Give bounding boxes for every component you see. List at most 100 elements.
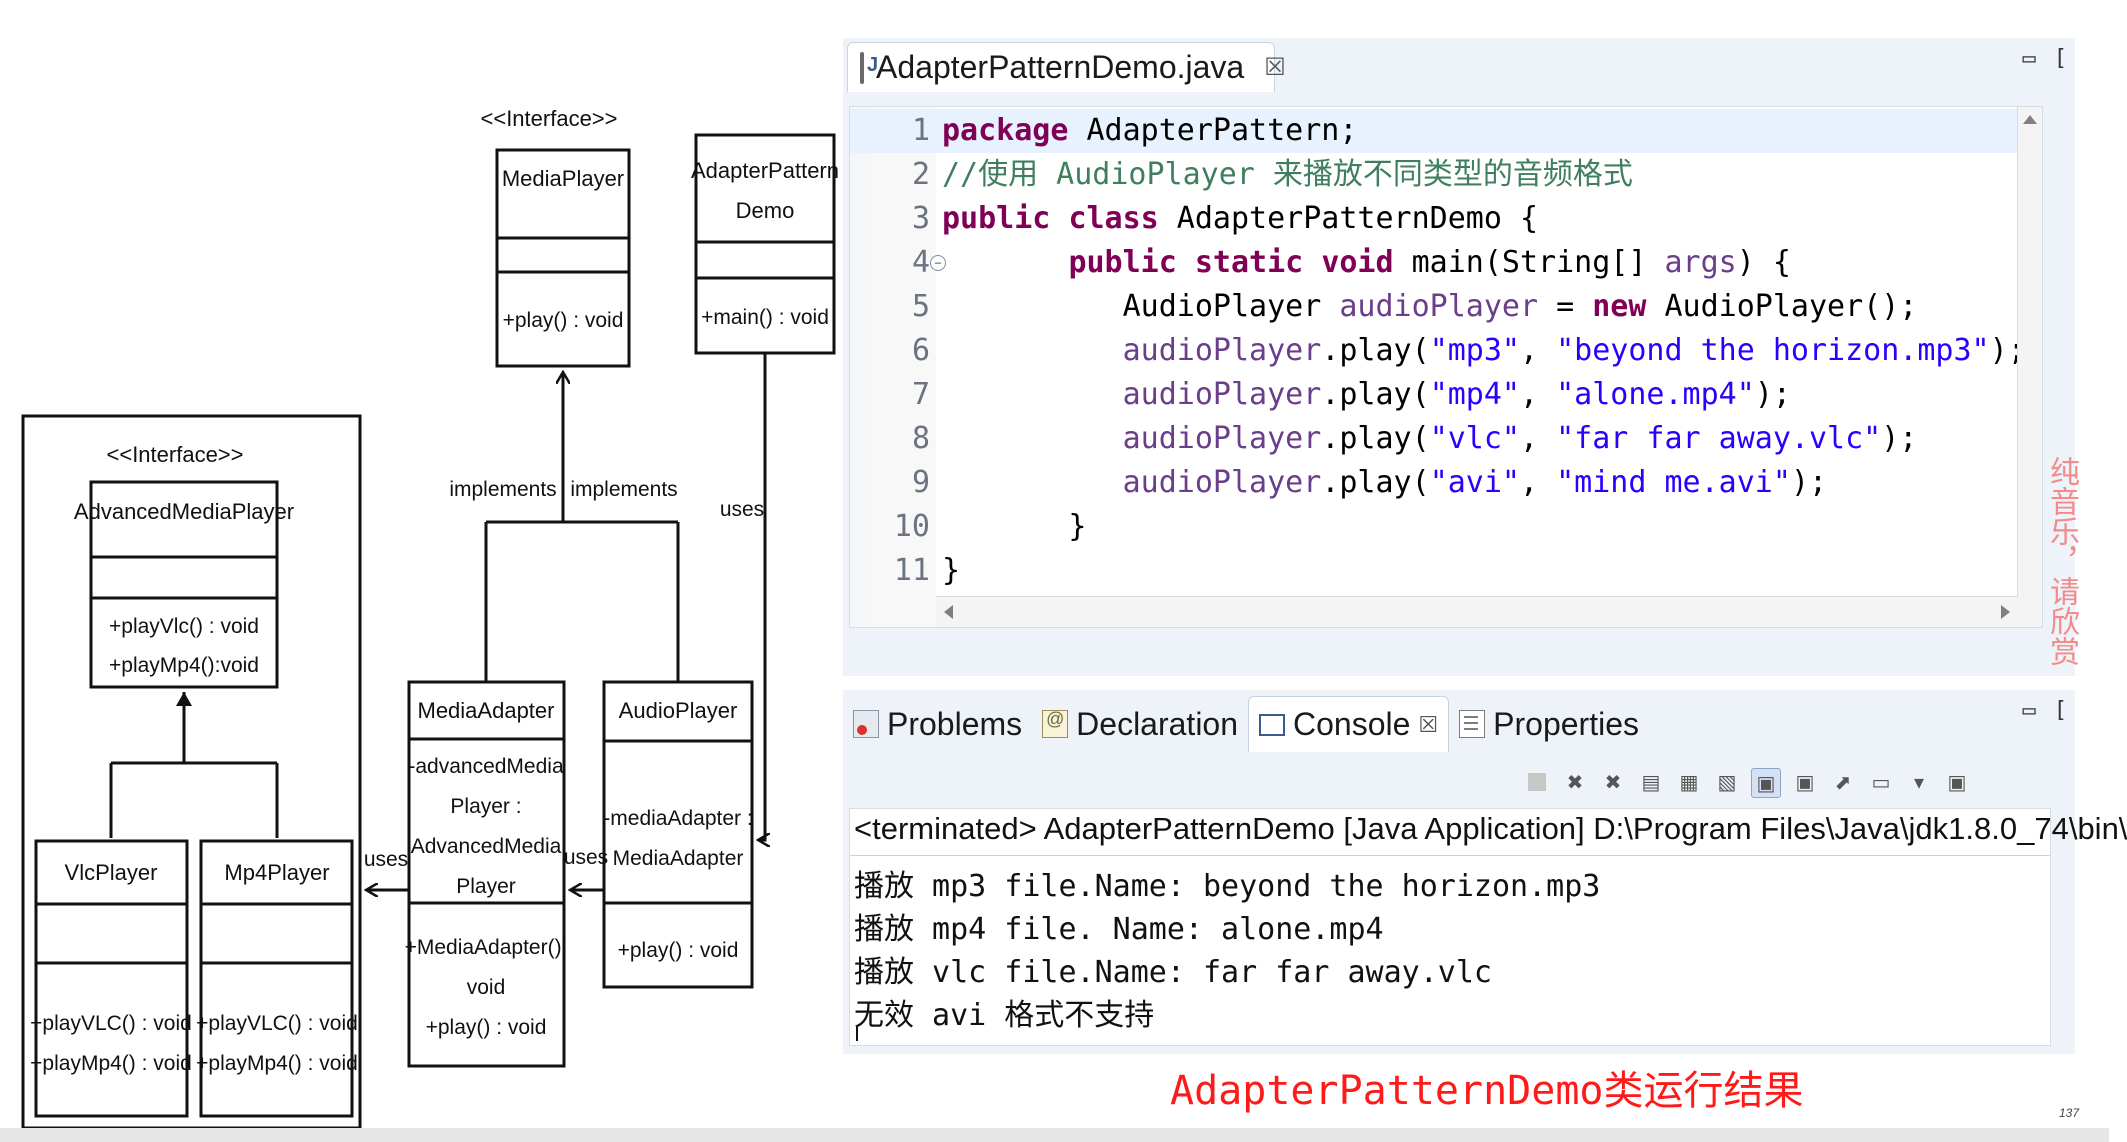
media-adapter-method-line1: +MediaAdapter(): — [405, 936, 568, 959]
code-line[interactable]: 11} — [850, 549, 2042, 593]
media-player-name: MediaPlayer — [502, 166, 624, 191]
media-adapter-class — [407, 680, 566, 1068]
editor-tab[interactable]: AdapterPatternDemo.java ☒ — [847, 42, 1286, 92]
media-player-implementation-links — [484, 372, 680, 682]
code-token: new — [1592, 289, 1647, 324]
code-token: .play( — [1321, 421, 1430, 456]
code-token: audioPlayer — [1122, 333, 1322, 368]
code-text: audioPlayer.play("avi", "mind me.avi"); — [942, 461, 1827, 505]
code-token: , — [1520, 333, 1557, 368]
code-line[interactable]: 10 } — [850, 505, 2042, 549]
media-adapter-attr-line3: AdvancedMedia — [411, 835, 562, 858]
advanced-media-player-name: AdvancedMediaPlayer — [74, 499, 294, 524]
code-line[interactable]: 2//使用 AudioPlayer 来播放不同类型的音频格式 — [850, 153, 2042, 197]
code-text: audioPlayer.play("vlc", "far far away.vl… — [942, 417, 1918, 461]
line-number: 7 — [911, 377, 930, 412]
media-adapter-name: MediaAdapter — [418, 698, 555, 723]
run-result-caption: AdapterPatternDemo类运行结果 — [1170, 1068, 1804, 1114]
code-token — [942, 333, 1123, 368]
code-token: public — [1068, 245, 1177, 280]
line-number: 1 — [911, 113, 930, 148]
chevron-down-icon: ▾ — [1913, 770, 1925, 794]
code-line[interactable]: 6 audioPlayer.play("mp3", "beyond the ho… — [850, 329, 2042, 373]
pin-console-button[interactable]: ⬈ — [1829, 768, 1857, 796]
scroll-right-icon[interactable] — [2001, 605, 2010, 619]
code-token: ) { — [1736, 245, 1791, 280]
display-console-dropdown[interactable]: ▾ — [1905, 768, 1933, 796]
scroll-lock-button[interactable]: ▦ — [1675, 768, 1703, 796]
code-token: .play( — [1321, 377, 1430, 412]
code-token: , — [1520, 421, 1557, 456]
output-line: 播放 vlc file.Name: far far away.vlc — [854, 955, 1492, 990]
code-token — [942, 245, 1068, 280]
horizontal-scrollbar[interactable] — [936, 596, 2018, 627]
code-token: class — [1068, 201, 1159, 236]
code-text: audioPlayer.play("mp3", "beyond the hori… — [942, 329, 2026, 373]
console-close-icon[interactable]: ☒ — [1418, 711, 1439, 737]
properties-icon — [1459, 710, 1486, 738]
tab-problems[interactable]: Problems — [843, 696, 1032, 752]
scroll-up-icon[interactable] — [2023, 115, 2037, 124]
terminate-button[interactable] — [1523, 768, 1551, 796]
console-icon — [1259, 713, 1286, 736]
tab-declaration[interactable]: Declaration — [1032, 696, 1248, 752]
line-number-ruler — [872, 107, 936, 627]
clear-console-button[interactable]: ▤ — [1637, 768, 1665, 796]
open-console-button[interactable]: ▣ — [1943, 768, 1971, 796]
clear-console-icon: ▤ — [1641, 770, 1661, 794]
code-line[interactable]: 5 AudioPlayer audioPlayer = new AudioPla… — [850, 285, 2042, 329]
code-token: ); — [1790, 465, 1828, 500]
code-token: = — [1538, 289, 1593, 324]
code-line[interactable]: 4− public static void main(String[] args… — [850, 241, 2042, 285]
audio-player-attr-line1: -mediaAdapter : — [603, 807, 752, 830]
code-token: } — [942, 553, 961, 588]
code-token: "mp4" — [1429, 377, 1520, 412]
tab-console-label: Console — [1293, 706, 1411, 742]
code-token: .play( — [1321, 465, 1430, 500]
tab-close-icon[interactable]: ☒ — [1264, 54, 1286, 81]
advanced-method-playmp4: +playMp4():void — [109, 654, 259, 677]
code-token: "vlc" — [1429, 421, 1520, 456]
line-number: 8 — [911, 421, 930, 456]
code-text: AudioPlayer audioPlayer = new AudioPlaye… — [942, 285, 1918, 329]
code-token: AudioPlayer — [942, 289, 1340, 324]
console-output[interactable]: <terminated> AdapterPatternDemo [Java Ap… — [849, 808, 2127, 1046]
code-token: "avi" — [1429, 465, 1520, 500]
code-token: .play( — [1321, 333, 1430, 368]
code-text: public static void main(String[] args) { — [942, 241, 1791, 285]
display-console-button[interactable]: ▭ — [1867, 768, 1895, 796]
code-line[interactable]: 8 audioPlayer.play("vlc", "far far away.… — [850, 417, 2042, 461]
code-token: audioPlayer — [1339, 289, 1539, 324]
code-token: //使用 AudioPlayer 来播放不同类型的音频格式 — [942, 157, 1633, 192]
remove-launch-button[interactable]: ✖ — [1561, 768, 1589, 796]
editor-window-buttons: ▭ [ — [2023, 46, 2068, 71]
show-on-error-button[interactable]: ▣ — [1791, 768, 1819, 796]
audio-player-method: +play() : void — [618, 939, 739, 962]
mp4-player-method2: +playMp4() : void — [196, 1052, 358, 1075]
implements-label-right: implements — [570, 478, 677, 501]
word-wrap-button[interactable]: ▧ — [1713, 768, 1741, 796]
maximize-icon[interactable]: [ — [2053, 46, 2067, 71]
show-on-output-button[interactable]: ▣ — [1751, 768, 1781, 798]
advanced-method-playvlc: +playVlc() : void — [109, 615, 259, 638]
code-text: //使用 AudioPlayer 来播放不同类型的音频格式 — [942, 153, 1633, 197]
scroll-left-icon[interactable] — [944, 605, 953, 619]
minimize-icon[interactable]: ▭ — [2022, 46, 2036, 71]
code-line[interactable]: 7 audioPlayer.play("mp4", "alone.mp4"); — [850, 373, 2042, 417]
tab-console[interactable]: Console ☒ — [1248, 696, 1450, 752]
console-maximize-icon[interactable]: [ — [2053, 698, 2067, 723]
vertical-scrollbar[interactable] — [2017, 107, 2042, 627]
editor-tab-title: AdapterPatternDemo.java — [876, 49, 1245, 85]
tab-declaration-label: Declaration — [1076, 705, 1239, 742]
tab-properties[interactable]: Properties — [1449, 696, 1649, 752]
console-minimize-icon[interactable]: ▭ — [2022, 698, 2036, 723]
code-token: "beyond the horizon.mp3" — [1556, 333, 1990, 368]
code-line[interactable]: 9 audioPlayer.play("avi", "mind me.avi")… — [850, 461, 2042, 505]
remove-all-button[interactable]: ✖ — [1599, 768, 1627, 796]
fold-collapse-icon[interactable]: − — [930, 255, 946, 271]
code-token: ); — [1754, 377, 1791, 412]
code-text: } — [942, 505, 1086, 549]
